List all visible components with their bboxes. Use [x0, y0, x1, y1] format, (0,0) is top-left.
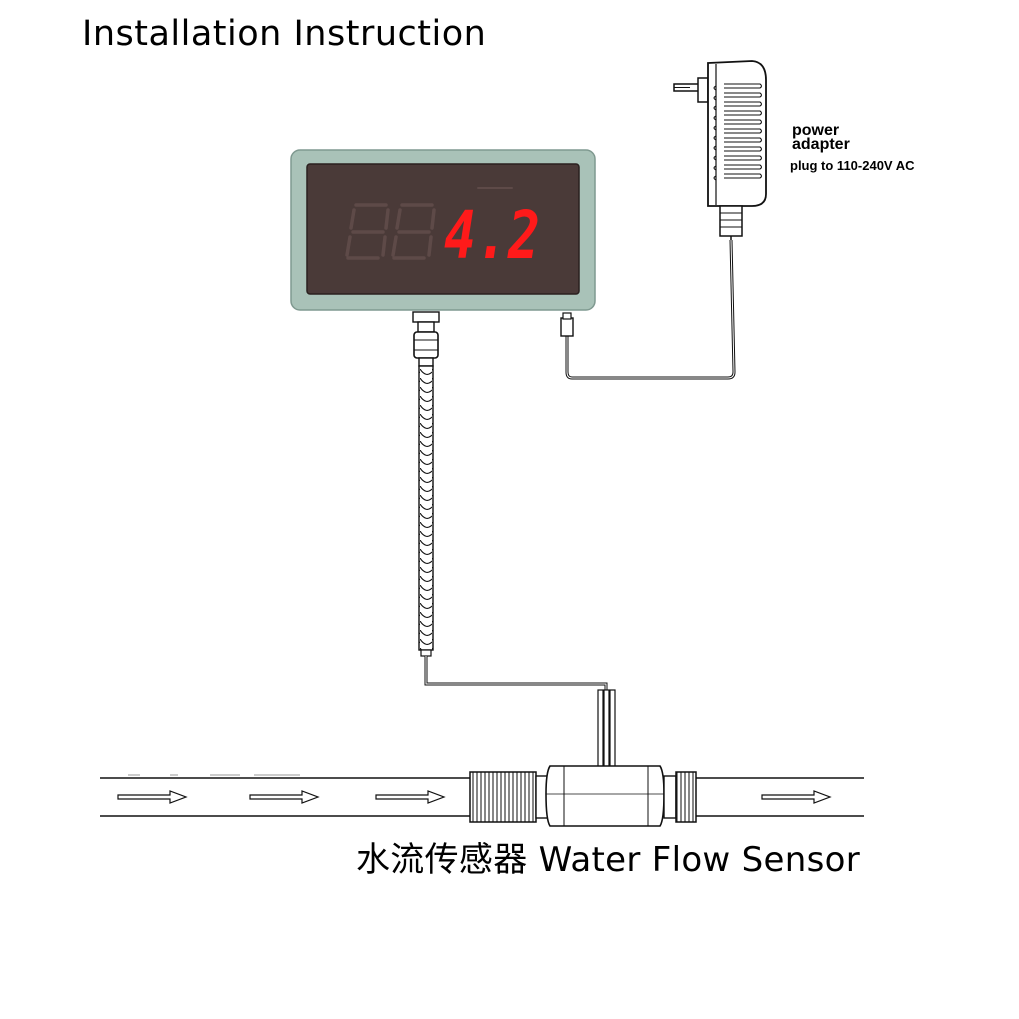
adapter-label-line2: adapter [792, 136, 850, 153]
adapter-strain-relief [719, 205, 743, 240]
flow-reading: 4.2 [444, 197, 540, 274]
flow-arrow-icon [117, 790, 188, 804]
power-adapter-label: power adapter plug to 110-240V AC [790, 122, 915, 174]
flow-display: 4.2 [290, 149, 596, 311]
adapter-label-line1: power [792, 122, 840, 139]
display-face [306, 163, 580, 295]
sensor-leads [597, 689, 616, 769]
water-pipe [100, 774, 864, 817]
flow-arrow-icon [249, 790, 320, 804]
sensor-connector [412, 311, 440, 367]
water-flow-sensor [469, 765, 697, 827]
adapter-spec: plug to 110-240V AC [790, 158, 915, 173]
sensor-cable-coiled [418, 365, 434, 657]
power-adapter [673, 60, 767, 240]
page-title: Installation Instruction [82, 14, 487, 54]
flow-arrows [117, 790, 832, 804]
flow-arrow-icon [761, 790, 832, 804]
flow-arrow-icon [375, 790, 446, 804]
plug-prong-icon [673, 77, 709, 103]
sensor-label: 水流传感器 Water Flow Sensor [356, 840, 860, 880]
dc-plug [560, 312, 574, 337]
sensor-wire [424, 656, 608, 700]
unlit-digits [345, 187, 513, 260]
adapter-ribs [724, 83, 763, 179]
